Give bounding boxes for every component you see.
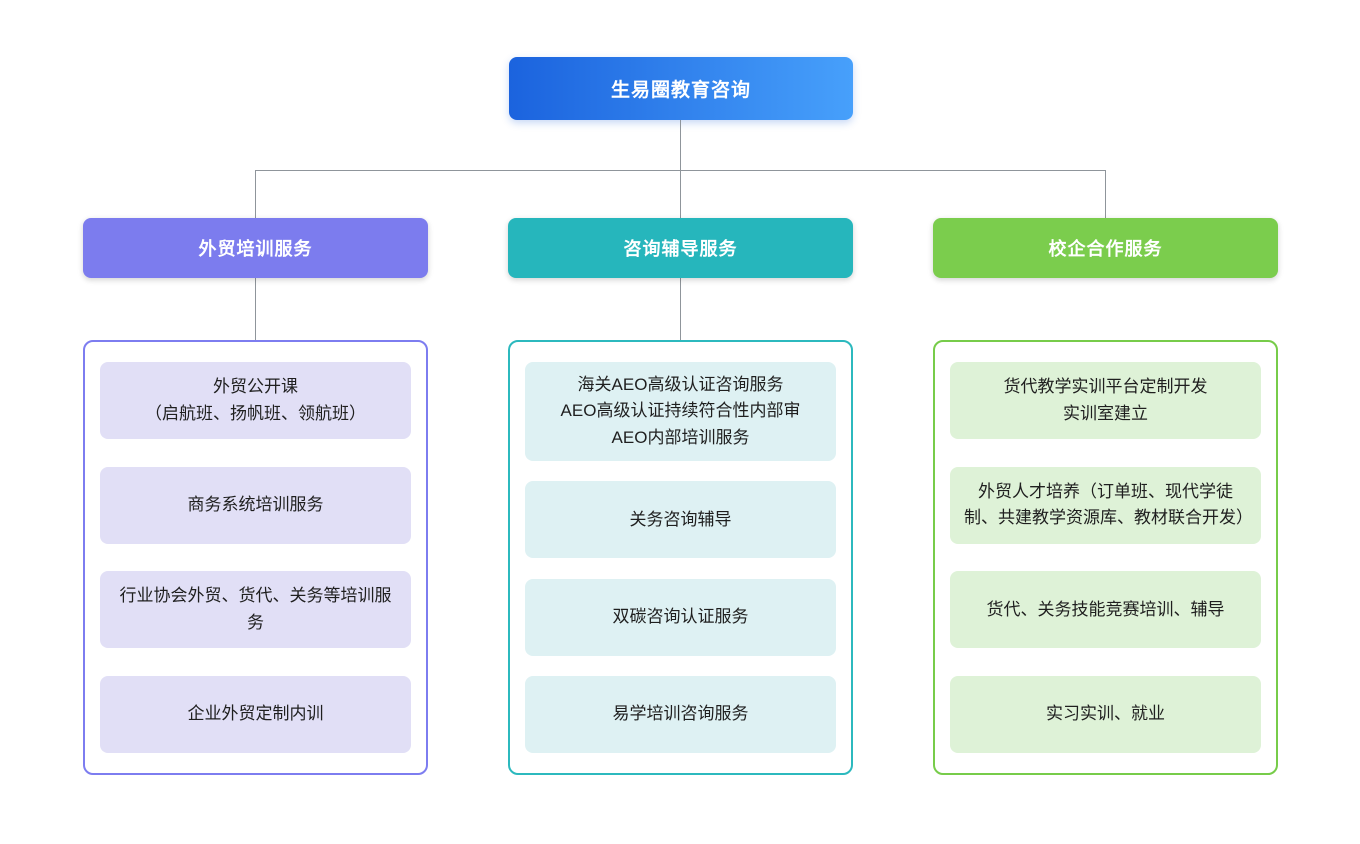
leaf-item: 外贸公开课 （启航班、扬帆班、领航班） — [100, 362, 411, 439]
leaf-item: 货代、关务技能竞赛培训、辅导 — [950, 571, 1261, 649]
branch-header-school-enterprise-cooperation: 校企合作服务 — [933, 218, 1278, 278]
branch-header-label: 外贸培训服务 — [198, 239, 313, 259]
connector-branch2-container — [680, 278, 681, 340]
root-node-label: 生易圈教育咨询 — [610, 80, 751, 101]
branch-header-foreign-trade-training: 外贸培训服务 — [83, 218, 428, 278]
leaf-item: 实习实训、就业 — [950, 675, 1261, 753]
connector-branch1-drop — [255, 170, 256, 218]
connector-branch1-container — [255, 278, 256, 340]
branch-container-school-enterprise-cooperation: 货代教学实训平台定制开发 实训室建立 外贸人才培养（订单班、现代学徒制、共建教学… — [933, 340, 1278, 775]
connector-branch2-drop — [680, 170, 681, 218]
leaf-item: 关务咨询辅导 — [525, 481, 836, 559]
branch-container-consulting-coaching: 海关AEO高级认证咨询服务 AEO高级认证持续符合性内部审 AEO内部培训服务 … — [508, 340, 853, 775]
connector-branch3-drop — [1105, 170, 1106, 218]
leaf-item: 商务系统培训服务 — [100, 466, 411, 544]
branch-header-consulting-coaching: 咨询辅导服务 — [508, 218, 853, 278]
branch-foreign-trade-training: 外贸培训服务 外贸公开课 （启航班、扬帆班、领航班） 商务系统培训服务 行业协会… — [83, 218, 428, 775]
leaf-item: 行业协会外贸、货代、关务等培训服务 — [100, 571, 411, 649]
leaf-item: 易学培训咨询服务 — [525, 675, 836, 753]
branch-consulting-coaching: 咨询辅导服务 海关AEO高级认证咨询服务 AEO高级认证持续符合性内部审 AEO… — [508, 218, 853, 775]
branch-header-label: 咨询辅导服务 — [623, 239, 738, 259]
branch-school-enterprise-cooperation: 校企合作服务 货代教学实训平台定制开发 实训室建立 外贸人才培养（订单班、现代学… — [933, 218, 1278, 775]
leaf-item: 企业外贸定制内训 — [100, 675, 411, 753]
branch-header-label: 校企合作服务 — [1048, 239, 1163, 259]
leaf-item: 双碳咨询认证服务 — [525, 578, 836, 656]
connector-root-drop — [680, 120, 681, 170]
root-node: 生易圈教育咨询 — [509, 57, 853, 120]
leaf-item: 货代教学实训平台定制开发 实训室建立 — [950, 362, 1261, 439]
leaf-item: 外贸人才培养（订单班、现代学徒制、共建教学资源库、教材联合开发） — [950, 466, 1261, 544]
leaf-item: 海关AEO高级认证咨询服务 AEO高级认证持续符合性内部审 AEO内部培训服务 — [525, 362, 836, 462]
branch-container-foreign-trade-training: 外贸公开课 （启航班、扬帆班、领航班） 商务系统培训服务 行业协会外贸、货代、关… — [83, 340, 428, 775]
